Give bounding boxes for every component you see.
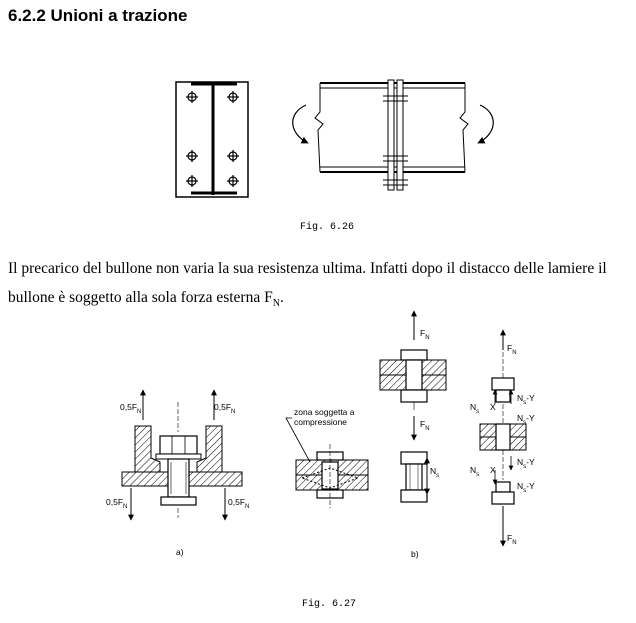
subfigure-label-b: b) xyxy=(411,549,419,559)
fig-27-labels: 0,5FN 0,5FN 0,5FN 0,5FN a) b) zona sogge… xyxy=(106,328,535,559)
fn-label-right-bottom: FN xyxy=(507,533,517,546)
bolt-hole-icon xyxy=(186,91,239,187)
ns-label-left-2: Ns xyxy=(470,465,479,478)
end-plate-drawing xyxy=(175,81,249,198)
x-label-2: X xyxy=(490,465,496,475)
x-label-1: X xyxy=(490,402,496,412)
ns-label-stack: Ns xyxy=(430,466,439,479)
bolt-stack-drawing xyxy=(379,310,447,503)
paragraph-subscript: N xyxy=(272,298,280,310)
ns-y-label-3: Ns-Y xyxy=(517,457,535,470)
figure-27-caption: Fig. 6.27 xyxy=(302,599,357,610)
body-paragraph: Il precarico del bullone non varia la su… xyxy=(8,254,630,318)
bolt-tension-drawing-a xyxy=(121,389,243,521)
ns-label-left-1: Ns xyxy=(470,402,479,415)
ns-y-label-4: Ns-Y xyxy=(517,481,535,494)
fn-label-mid: FN xyxy=(420,419,430,432)
bolt-exploded-drawing xyxy=(479,329,527,547)
section-heading: 6.2.2 Unioni a trazione xyxy=(8,6,188,25)
paragraph-line-1: Il precarico del bullone non varia la su… xyxy=(8,260,607,277)
subfigure-label-a: a) xyxy=(176,547,184,557)
paragraph-line-2: bullone è soggetto alla sola forza ester… xyxy=(8,289,273,306)
beam-splice-drawing xyxy=(292,79,494,191)
fn-label-top: FN xyxy=(420,328,430,341)
force-label-top-left: 0,5FN xyxy=(120,402,141,415)
ns-y-label-2: Ns-Y xyxy=(517,413,535,426)
zone-label-line1: zona soggetta a xyxy=(294,407,355,417)
force-label-top-right: 0,5FN xyxy=(214,402,235,415)
force-label-bottom-left: 0,5FN xyxy=(106,497,127,510)
fn-label-right-top: FN xyxy=(507,343,517,356)
figure-26-caption: Fig. 6.26 xyxy=(300,222,355,233)
zone-label-line2: compressione xyxy=(294,417,347,427)
force-label-bottom-right: 0,5FN xyxy=(228,497,249,510)
bolt-compression-zone-drawing xyxy=(285,417,369,508)
paragraph-period: . xyxy=(279,289,284,306)
ns-y-label-1: Ns-Y xyxy=(517,393,535,406)
